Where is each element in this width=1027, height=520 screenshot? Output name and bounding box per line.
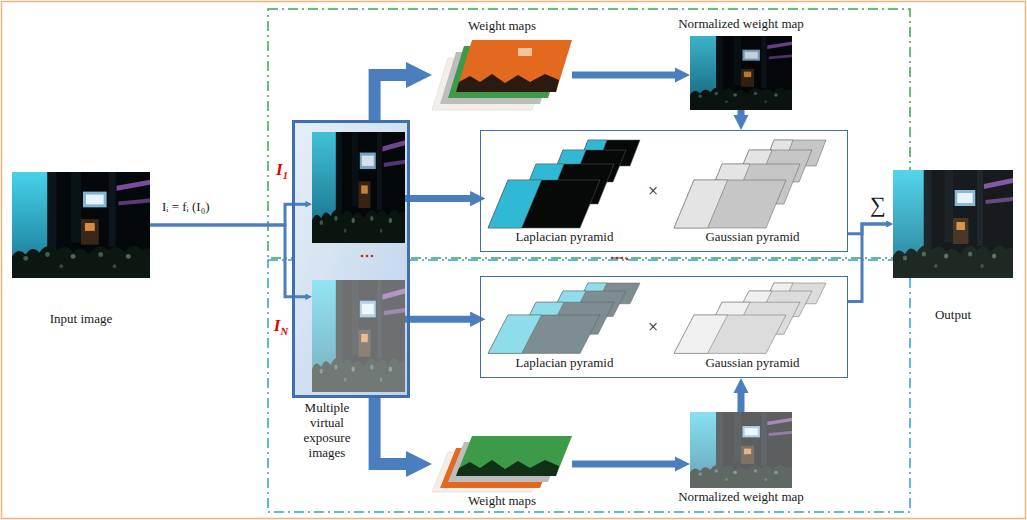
flow-arrow [738,110,745,119]
ellipsis-dots [621,257,624,260]
normalized-map-photo [690,36,792,110]
image-symbol: I1 [276,160,288,183]
node-label: Normalized weight map [678,490,804,505]
ellipsis-dots [361,255,364,258]
laplacian-picture [488,283,640,353]
flow-arrow [405,316,475,323]
normalized-map-photo [690,36,792,110]
weight-map-stack [518,48,532,56]
laplacian-picture [488,140,640,228]
exposure-image: I1 [312,132,405,243]
exposure-photo [312,132,405,243]
normalized-weight-map: Normalized weight map [690,412,792,488]
node-label: Laplacian pyramid [516,356,614,371]
multiply-sign: × [648,317,658,338]
top-branch-region [268,9,910,258]
fusion-box: Laplacian pyramid Gaussian pyramid × [480,130,848,252]
exposure-photo [312,280,405,392]
stack-fill [292,120,410,398]
node-label: Normalized weight map [678,17,804,32]
gaussian-picture [674,283,826,353]
weight-map-stack [456,40,572,92]
ellipsis-dots [611,257,614,260]
normalized-map-photo [690,412,792,488]
flow-arrow [405,195,475,202]
block-arrow [375,398,414,464]
weight-maps: Weight maps [432,40,572,110]
flow-arrow [572,72,679,79]
laplacian-pyramid: Laplacian pyramid [486,280,644,374]
flow-arrow [150,225,307,297]
node-label: Multiple virtual exposure images [295,401,359,461]
flow-arrow [572,461,679,468]
multiply-sign: × [648,181,658,202]
block-arrow [375,75,414,120]
ellipsis-dots [371,255,374,258]
weight-map-stack [456,460,559,476]
ellipsis-dots [626,258,629,261]
output-photo [893,170,1013,278]
fusion-box: Laplacian pyramid Gaussian pyramid × [480,276,848,378]
flow-arrow [848,224,888,302]
exposure-photo [312,132,405,243]
normalized-map-photo [690,412,792,488]
exposure-image: IN [312,280,405,392]
node-label: Gaussian pyramid [705,230,799,245]
output-image: Output [893,170,1013,278]
exposure-photo [312,280,405,392]
flow-arrow [738,389,745,412]
node-label: Weight maps [468,494,536,509]
exposure-photo [312,132,405,243]
laplacian-pyramid: Laplacian pyramid [486,136,644,248]
node-label: Laplacian pyramid [516,230,614,245]
node-label: Output [935,308,971,323]
exposure-stack: I1INMultiple virtual exposure images [292,120,410,398]
input-image: Input image [12,172,150,278]
gaussian-picture [674,140,826,228]
weight-map-stack [456,74,559,92]
exposure-photo [312,280,405,392]
ellipsis-dots [366,255,369,258]
normalized-weight-map: Normalized weight map [690,36,792,110]
gaussian-pyramid: Gaussian pyramid [664,280,842,374]
image-symbol: IN [274,316,288,339]
ellipsis-dots [616,257,619,260]
input-photo [12,172,150,278]
connectors [150,75,888,464]
sum-symbol: ∑ [870,192,886,217]
weight-maps: Weight maps [432,436,572,492]
gaussian-pyramid: Gaussian pyramid [664,136,842,248]
node-label: Weight maps [468,19,536,34]
node-label: Input image [50,312,112,327]
edge-label: Iᵢ = fᵢ (I₀) [160,200,212,215]
output-photo [893,170,1013,278]
node-label: Gaussian pyramid [705,356,799,371]
input-photo [12,172,150,278]
weight-map-stack [432,436,572,492]
bottom-branch-region [268,260,910,512]
output-photo [893,170,1013,278]
normalized-map-photo [690,36,792,110]
weight-map-stack [432,40,572,110]
weight-map-stack [456,436,572,476]
normalized-map-photo [690,412,792,488]
ellipsis-dots [361,255,629,261]
